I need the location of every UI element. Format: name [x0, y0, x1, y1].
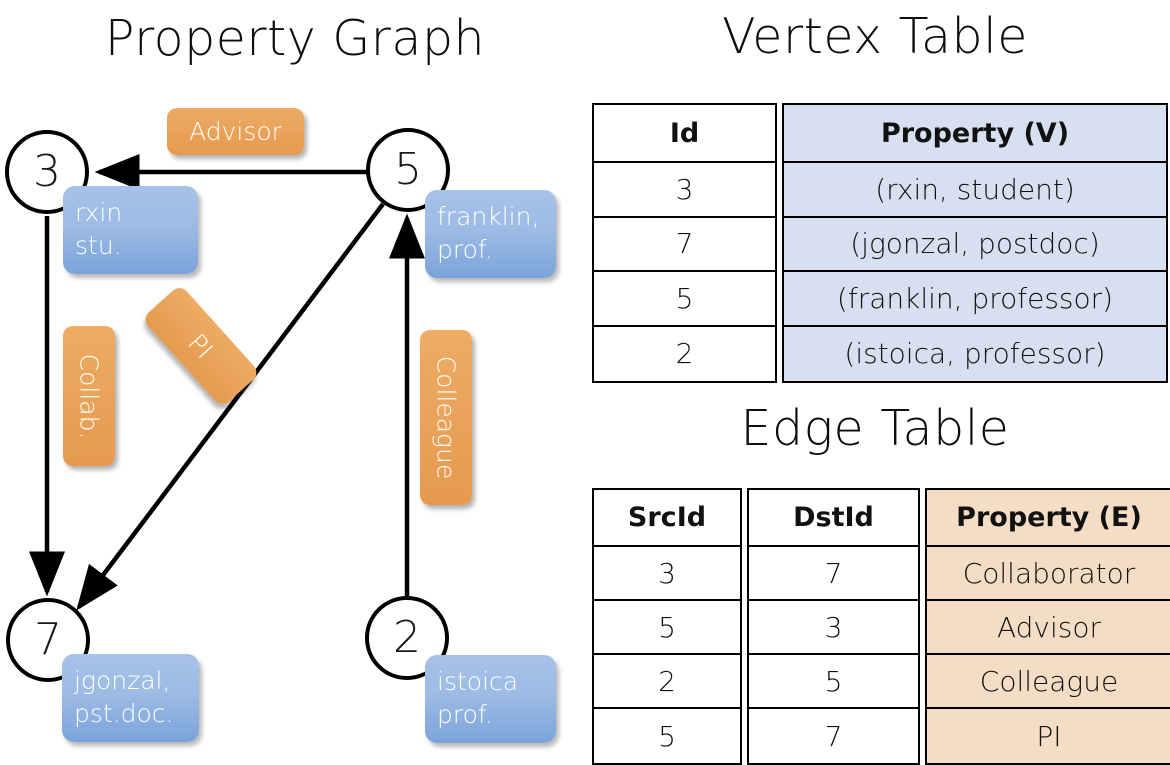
table-row: Advisor — [927, 601, 1170, 655]
vertex-property-box-rxin: rxin stu. — [63, 186, 198, 274]
edge-label-pi-text: PI — [182, 327, 220, 365]
edge-table-column-property: Property (E) Collaborator Advisor Collea… — [925, 488, 1170, 765]
edge-table-column-dstid: DstId 7 3 5 7 — [747, 488, 920, 765]
edge-label-collab-text: Collab. — [74, 353, 104, 439]
table-row: (franklin, professor) — [784, 272, 1166, 327]
table-row: (rxin, student) — [784, 163, 1166, 218]
page-title-property-graph: Property Graph — [104, 10, 486, 67]
table-row: 7 — [594, 217, 775, 272]
edge-table: SrcId 3 5 2 5 DstId 7 3 5 7 Property (E)… — [592, 488, 1170, 765]
edge-label-colleague: Colleague — [420, 330, 472, 505]
vertex-table-header-id: Id — [594, 105, 775, 163]
graph-edges-svg — [29, 154, 425, 611]
graph-node-2[interactable]: 2 — [365, 596, 449, 680]
edge-label-collab: Collab. — [63, 326, 115, 466]
table-row: 3 — [594, 547, 740, 601]
edge-table-column-srcid: SrcId 3 5 2 5 — [592, 488, 742, 765]
vertex-table-column-property: Property (V) (rxin, student) (jgonzal, p… — [782, 103, 1168, 383]
table-row: 2 — [594, 326, 775, 381]
table-row: PI — [927, 709, 1170, 763]
vertex-property-box-franklin: franklin, prof. — [425, 190, 556, 278]
table-row: 2 — [594, 655, 740, 709]
table-row: 3 — [749, 601, 918, 655]
table-row: Colleague — [927, 655, 1170, 709]
edge-label-colleague-text: Colleague — [431, 355, 461, 480]
vertex-table: Id 3 7 5 2 Property (V) (rxin, student) … — [592, 103, 1168, 383]
edge-label-advisor-text: Advisor — [189, 117, 282, 146]
vertex-table-header-property: Property (V) — [784, 105, 1166, 163]
edge-5-to-7 — [76, 202, 385, 611]
vertex-table-column-id: Id 3 7 5 2 — [592, 103, 777, 383]
table-row: 5 — [594, 601, 740, 655]
edge-table-header-property: Property (E) — [927, 490, 1170, 547]
table-row: 5 — [749, 655, 918, 709]
table-row: 7 — [749, 709, 918, 763]
table-row: 3 — [594, 163, 775, 218]
table-row: 7 — [749, 547, 918, 601]
table-row: (jgonzal, postdoc) — [784, 217, 1166, 272]
edge-label-advisor: Advisor — [167, 108, 304, 155]
vertex-property-box-istoica: istoica prof. — [425, 655, 556, 743]
edge-table-header-dstid: DstId — [749, 490, 918, 547]
graph-node-5[interactable]: 5 — [366, 128, 450, 212]
table-row: Collaborator — [927, 547, 1170, 601]
page-title-edge-table: Edge Table — [740, 400, 1010, 457]
edge-table-header-srcid: SrcId — [594, 490, 740, 547]
vertex-property-box-jgonzal: jgonzal, pst.doc. — [62, 654, 199, 742]
table-row: 5 — [594, 709, 740, 763]
table-row: 5 — [594, 272, 775, 327]
property-graph-panel: Property Graph 3 5 7 2 rxin stu. frankli… — [0, 0, 580, 760]
page-title-vertex-table: Vertex Table — [722, 8, 1028, 65]
table-row: (istoica, professor) — [784, 326, 1166, 381]
